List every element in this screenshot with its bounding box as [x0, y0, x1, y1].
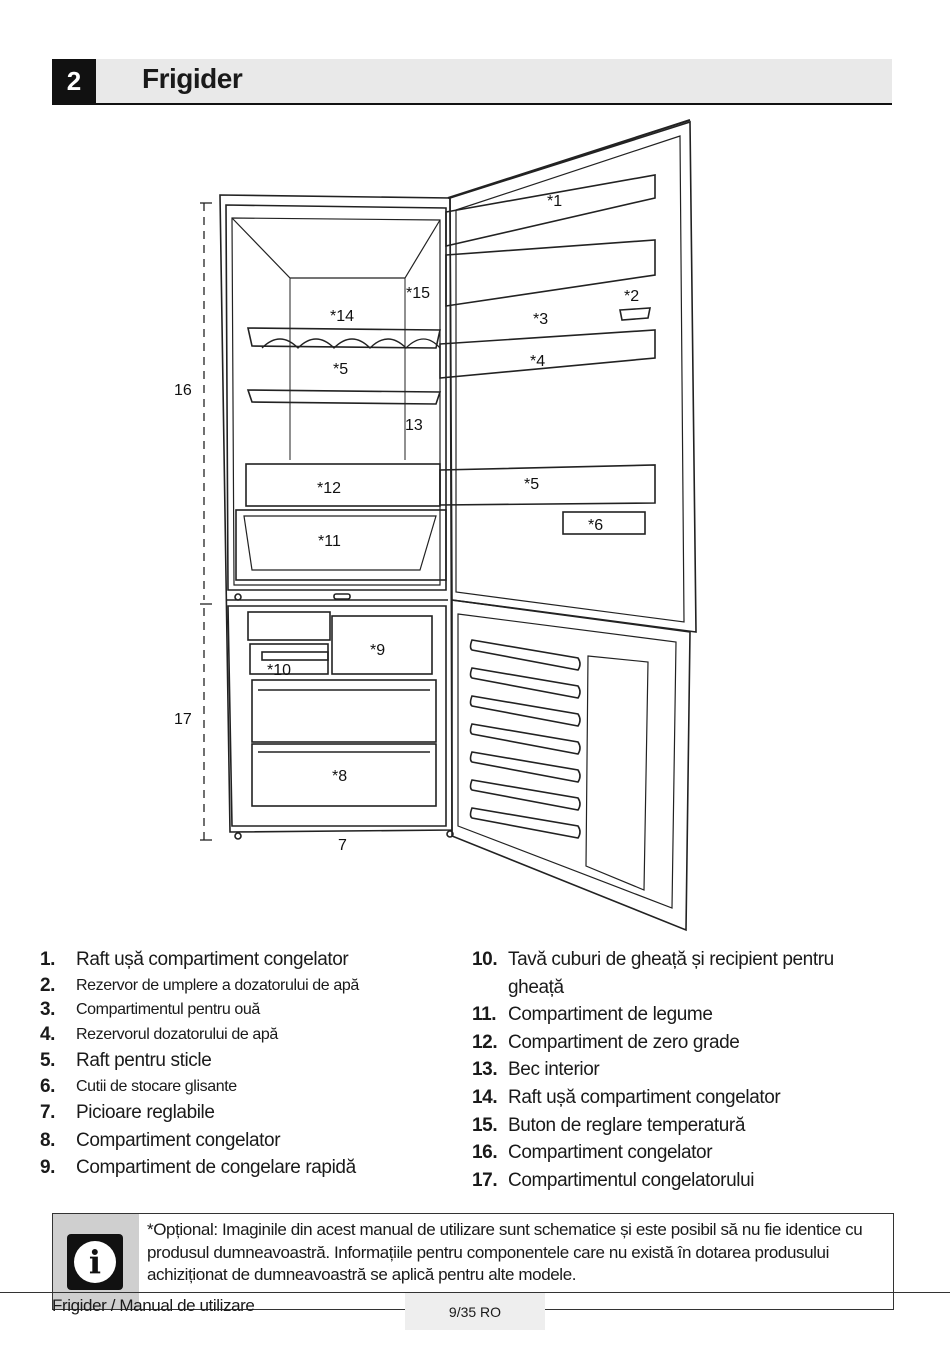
label-5-bottle-shelf: *5	[524, 476, 539, 493]
list-item: 16.Compartiment congelator	[472, 1142, 713, 1164]
note-icon-box: i	[53, 1214, 139, 1309]
label-15: *15	[406, 285, 430, 302]
list-item: 12.Compartiment de zero grade	[472, 1031, 740, 1053]
list-item: 4.Rezervorul dozatorului de apă	[40, 1023, 278, 1045]
info-icon: i	[67, 1234, 123, 1290]
fridge-diagram: *1 *2 *3 *4 *5 *5 *6 7 *8 *9 *10 *11 *12…	[174, 119, 697, 932]
label-6: *6	[588, 517, 603, 534]
chapter-header: 2 Frigider	[52, 59, 892, 105]
footer-title: Frigider / Manual de utilizare	[52, 1296, 255, 1315]
label-2: *2	[624, 288, 639, 305]
fridge-door	[439, 119, 697, 633]
list-item: 17.Compartimentul congelatorului	[472, 1169, 755, 1191]
label-7: 7	[338, 837, 347, 854]
vegetable-drawer	[235, 509, 447, 581]
label-14: *14	[330, 308, 354, 325]
list-item: 10.Tavă cuburi de gheață și recipient pe…	[472, 949, 834, 998]
label-16: 16	[174, 382, 192, 399]
label-5-wine-shelf: *5	[333, 361, 348, 378]
list-item: 8.Compartiment congelator	[40, 1129, 281, 1151]
label-17: 17	[174, 711, 192, 728]
wine-shelf	[247, 327, 441, 349]
list-item: 2.Rezervor de umplere a dozatorului de a…	[40, 974, 359, 996]
label-4: *4	[530, 353, 545, 370]
list-item: 13.Bec interior	[472, 1059, 600, 1081]
freezer-door	[451, 599, 691, 932]
page-number: 9/35 RO	[405, 1293, 545, 1330]
footer-divider	[0, 1292, 950, 1293]
label-1: *1	[547, 193, 562, 210]
label-3: *3	[533, 311, 548, 328]
list-item: 7.Picioare reglabile	[40, 1102, 215, 1124]
list-item: 5.Raft pentru sticle	[40, 1050, 212, 1072]
parts-list-right: 10.Tavă cuburi de gheață și recipient pe…	[472, 946, 892, 1194]
label-13: 13	[405, 417, 423, 434]
glass-shelf	[246, 389, 442, 405]
info-note: i *Opțional: Imaginile din acest manual …	[52, 1213, 894, 1310]
label-10: *10	[267, 662, 291, 679]
list-item: 11.Compartiment de legume	[472, 1004, 713, 1026]
list-item: 14.Raft ușă compartiment congelator	[472, 1086, 781, 1108]
list-item: 6.Cutii de stocare glisante	[40, 1075, 237, 1097]
list-item: 3.Compartimentul pentru ouă	[40, 999, 260, 1021]
label-11: *11	[318, 533, 341, 550]
list-item: 9.Compartiment de congelare rapidă	[40, 1157, 356, 1179]
parts-list-left: 1.Raft ușă compartiment congelator 2.Rez…	[40, 946, 460, 1182]
label-12: *12	[317, 480, 341, 497]
chapter-number: 2	[52, 59, 96, 103]
note-text: *Opțional: Imaginile din acest manual de…	[147, 1220, 863, 1284]
label-9: *9	[370, 642, 385, 659]
zero-degree-drawer	[245, 463, 441, 507]
freezer-drawers	[247, 611, 437, 807]
list-item: 15.Buton de reglare temperatură	[472, 1114, 746, 1136]
label-8: *8	[332, 768, 347, 785]
list-item: 1.Raft ușă compartiment congelator	[40, 949, 349, 970]
chapter-title: Frigider	[142, 63, 243, 94]
